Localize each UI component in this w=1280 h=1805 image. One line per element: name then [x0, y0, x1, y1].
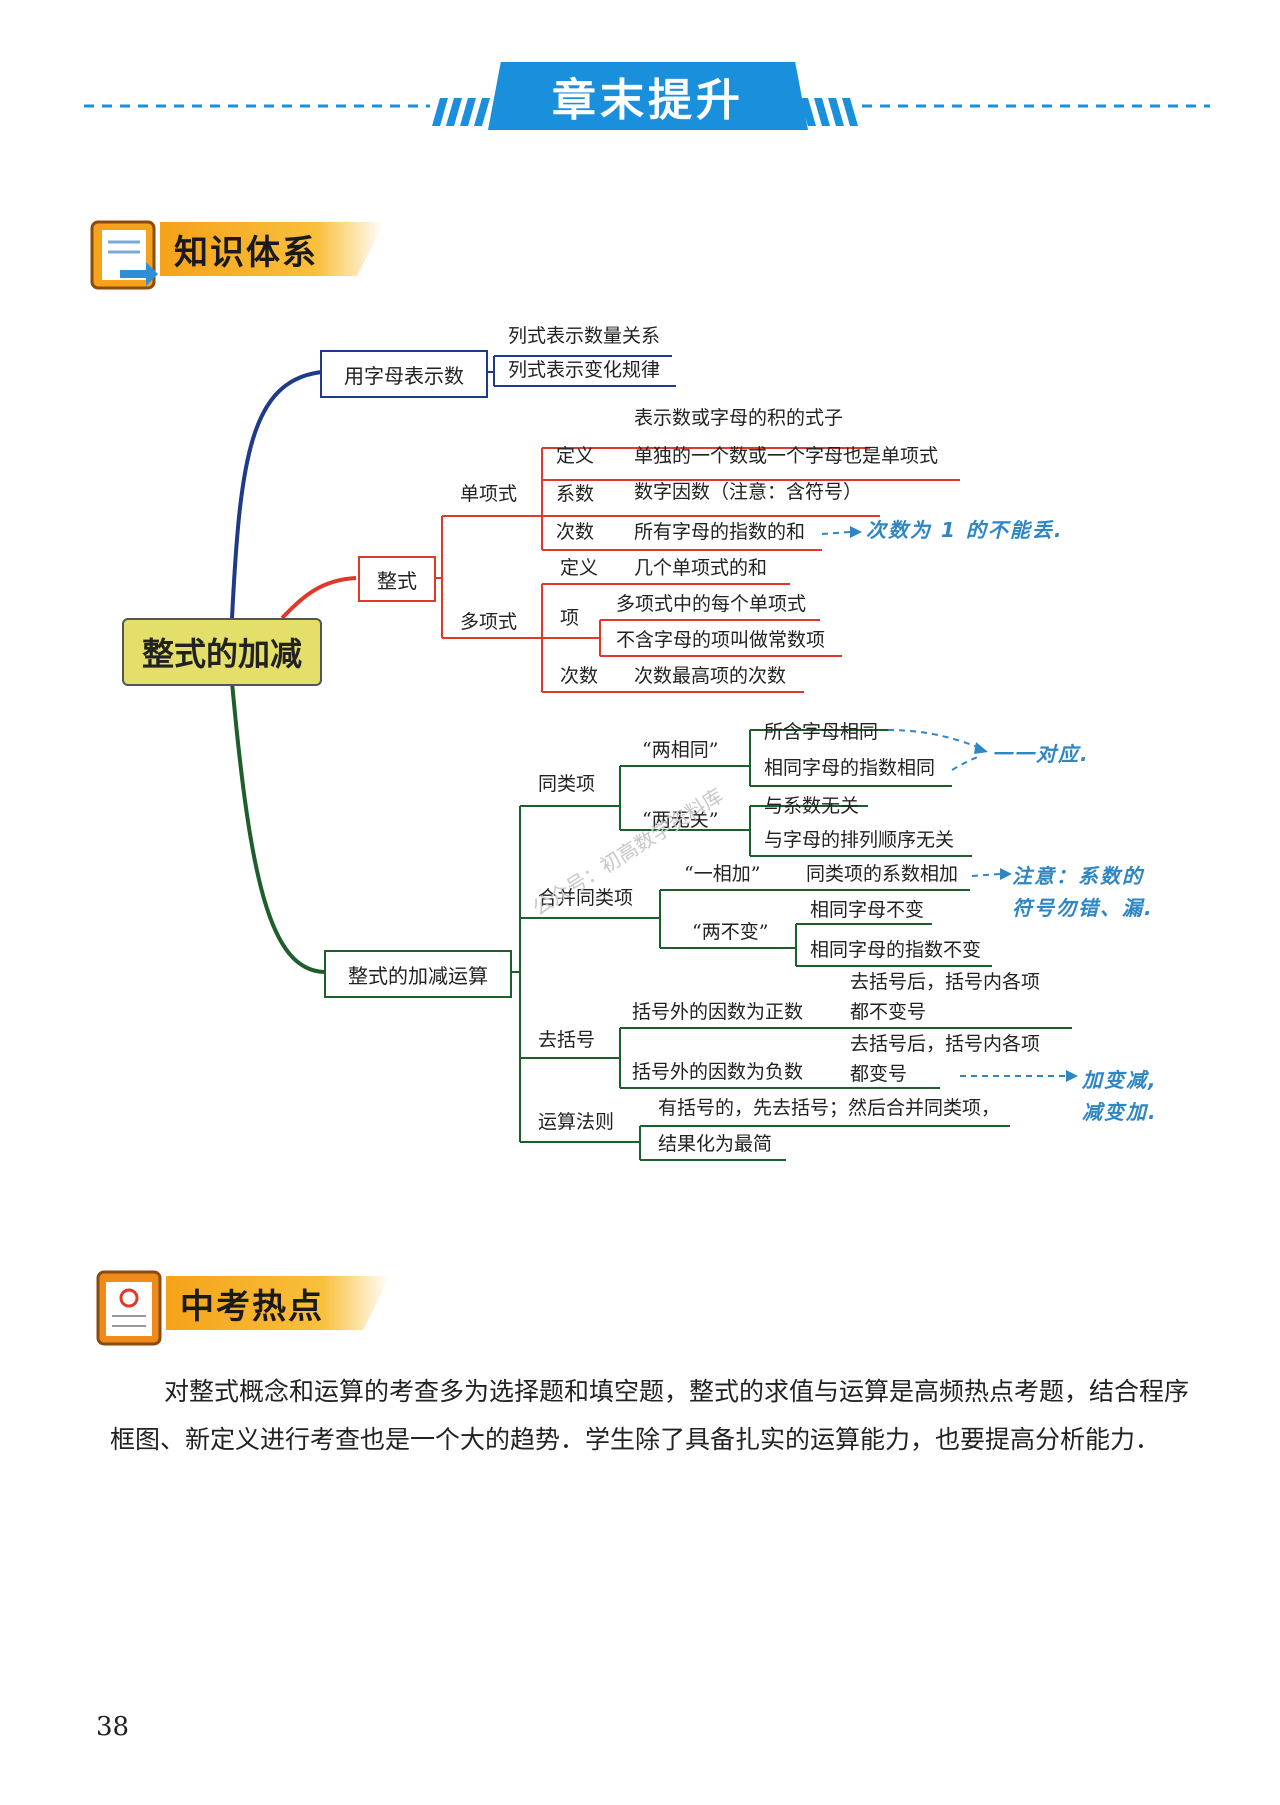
note-one-to-one: 一一对应. [992, 742, 1090, 766]
text-pos-line2: 都不变号 [850, 1001, 927, 1023]
note-plus-to-minus: 加变减, [1082, 1068, 1158, 1092]
label-mono-def: 定义 [556, 445, 595, 467]
label-combine-like-terms: 合并同类项 [538, 887, 634, 909]
label-one-add: “一相加” [684, 863, 761, 885]
note-degree-one: 次数为 1 的不能丢. [866, 518, 1064, 542]
node-polynomial-expression: 整式 [358, 556, 436, 602]
text-poly-def: 几个单项式的和 [634, 557, 768, 579]
text-mono-coef: 数字因数（注意：含符号） [634, 481, 863, 503]
text-rule-line2: 结果化为最简 [658, 1133, 773, 1155]
label-remove-parentheses: 去括号 [538, 1029, 596, 1051]
section-title-exam-hotspots: 中考热点 [166, 1276, 390, 1330]
text-mono-degree: 所有字母的指数的和 [634, 521, 806, 543]
text-neg-line1: 去括号后，括号内各项 [850, 1033, 1041, 1055]
label-two-same: “两相同” [642, 739, 719, 761]
label-two-unchanged: “两不变” [692, 921, 769, 943]
clipboard-icon [96, 1270, 162, 1346]
node-add-subtract-operations: 整式的加减运算 [324, 950, 512, 998]
label-negative-factor: 括号外的因数为负数 [632, 1061, 804, 1083]
label-two-unrelated: “两无关” [642, 809, 719, 831]
text-keep-letters: 相同字母不变 [810, 899, 925, 921]
label-monomial: 单项式 [460, 483, 518, 505]
text-keep-exponents: 相同字母的指数不变 [810, 939, 982, 961]
page-number: 38 [96, 1712, 130, 1742]
label-polynomial: 多项式 [460, 611, 518, 633]
root-node: 整式的加减 [122, 618, 322, 686]
text-add-coefficients: 同类项的系数相加 [806, 863, 959, 885]
text-change-rules: 列式表示变化规律 [508, 359, 661, 381]
text-mono-def1: 表示数或字母的积的式子 [634, 407, 844, 429]
text-unrelated-order: 与字母的排列顺序无关 [764, 829, 955, 851]
note-sign-line2: 符号勿错、漏. [1012, 896, 1154, 920]
chapter-banner: 章末提升 [488, 62, 808, 130]
text-poly-degree: 次数最高项的次数 [634, 665, 787, 687]
note-sign-line1: 注意：系数的 [1012, 864, 1144, 888]
label-mono-coef: 系数 [556, 483, 595, 505]
section-title-knowledge: 知识体系 [160, 222, 384, 276]
label-positive-factor: 括号外的因数为正数 [632, 1001, 804, 1023]
label-like-terms: 同类项 [538, 773, 596, 795]
label-poly-degree: 次数 [560, 665, 599, 687]
text-pos-line1: 去括号后，括号内各项 [850, 971, 1041, 993]
label-poly-def: 定义 [560, 557, 599, 579]
text-quantity-relations: 列式表示数量关系 [508, 325, 661, 347]
text-same-letters: 所含字母相同 [764, 721, 879, 743]
banner-title: 章末提升 [552, 64, 744, 128]
text-neg-line2: 都变号 [850, 1063, 908, 1085]
text-same-exponents: 相同字母的指数相同 [764, 757, 936, 779]
text-poly-term2: 不含字母的项叫做常数项 [616, 629, 826, 651]
text-unrelated-coef: 与系数无关 [764, 795, 860, 817]
text-mono-def2: 单独的一个数或一个字母也是单项式 [634, 445, 939, 467]
label-mono-degree: 次数 [556, 521, 595, 543]
book-icon [90, 220, 158, 290]
text-poly-term1: 多项式中的每个单项式 [616, 593, 807, 615]
label-poly-term: 项 [560, 607, 580, 629]
hotspots-paragraph: 对整式概念和运算的考查多为选择题和填空题，整式的求值与运算是高频热点考题，结合程… [110, 1377, 1190, 1454]
note-minus-to-plus: 减变加. [1082, 1100, 1158, 1124]
label-operation-rules: 运算法则 [538, 1111, 615, 1133]
text-rule-line1: 有括号的，先去括号；然后合并同类项， [658, 1097, 1001, 1119]
node-letters-for-numbers: 用字母表示数 [320, 350, 488, 398]
